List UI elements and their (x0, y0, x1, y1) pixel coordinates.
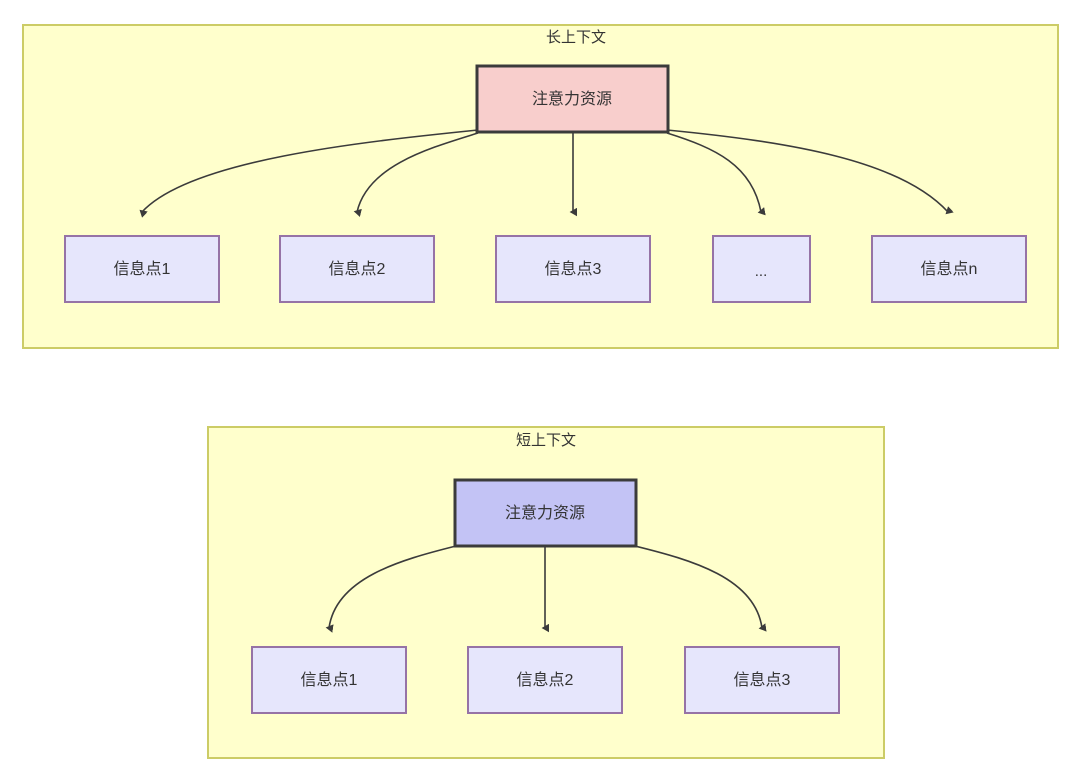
node-box-attention-resource-short[interactable] (453, 478, 638, 548)
node-attention-resource-short[interactable]: 注意力资源 (453, 478, 638, 548)
group-title-short-context: 短上下文 (516, 432, 576, 449)
node-label-info-1-long: 信息点1 (114, 260, 171, 278)
node-box-info-3-long[interactable] (495, 235, 651, 303)
node-label-info-2-long: 信息点2 (329, 260, 386, 278)
edge-group-short-context (325, 545, 767, 633)
group-long-context: 长上下文 注意力资源 信息点1 信息点2 (22, 24, 1059, 349)
node-label-info-3-short: 信息点3 (734, 671, 791, 689)
node-label-info-n-long: 信息点n (921, 260, 978, 278)
node-box-info-n-long[interactable] (871, 235, 1027, 303)
node-info-3-long[interactable]: 信息点3 (495, 235, 651, 303)
edge-attention-to-info-n (666, 129, 954, 215)
edge-group-long-context (139, 129, 954, 218)
node-info-1-short[interactable]: 信息点1 (251, 646, 407, 714)
node-box-info-ellipsis-long[interactable] (712, 235, 811, 303)
edge-attention-to-info-1 (139, 129, 479, 218)
node-info-ellipsis-long[interactable]: ... (712, 235, 811, 303)
node-info-1-long[interactable]: 信息点1 (64, 235, 220, 303)
node-label-attention-resource-long: 注意力资源 (532, 89, 612, 108)
node-box-info-2-long[interactable] (279, 235, 435, 303)
node-label-info-ellipsis-long: ... (755, 263, 768, 280)
node-info-3-short[interactable]: 信息点3 (684, 646, 840, 714)
node-box-info-1-short[interactable] (251, 646, 407, 714)
edge-attention-to-info-ellipsis (666, 132, 766, 216)
node-box-info-1-long[interactable] (64, 235, 220, 303)
group-title-long-context: 长上下文 (546, 29, 606, 46)
node-info-2-short[interactable]: 信息点2 (467, 646, 623, 714)
node-label-info-3-long: 信息点3 (545, 260, 602, 278)
edge-attention-to-info-2 (353, 132, 479, 218)
edge-attention-to-info-1-short (325, 545, 457, 633)
node-info-2-long[interactable]: 信息点2 (279, 235, 435, 303)
node-label-attention-resource-short: 注意力资源 (505, 503, 585, 522)
node-label-info-1-short: 信息点1 (301, 671, 358, 689)
node-label-info-2-short: 信息点2 (517, 671, 574, 689)
edge-attention-to-info-3-short (634, 545, 767, 632)
node-info-n-long[interactable]: 信息点n (871, 235, 1027, 303)
node-box-info-2-short[interactable] (467, 646, 623, 714)
node-attention-resource-long[interactable]: 注意力资源 (475, 64, 670, 134)
node-box-attention-resource-long[interactable] (475, 64, 670, 134)
node-box-info-3-short[interactable] (684, 646, 840, 714)
group-short-context: 短上下文 注意力资源 信息点1 信息点2 (207, 426, 885, 759)
